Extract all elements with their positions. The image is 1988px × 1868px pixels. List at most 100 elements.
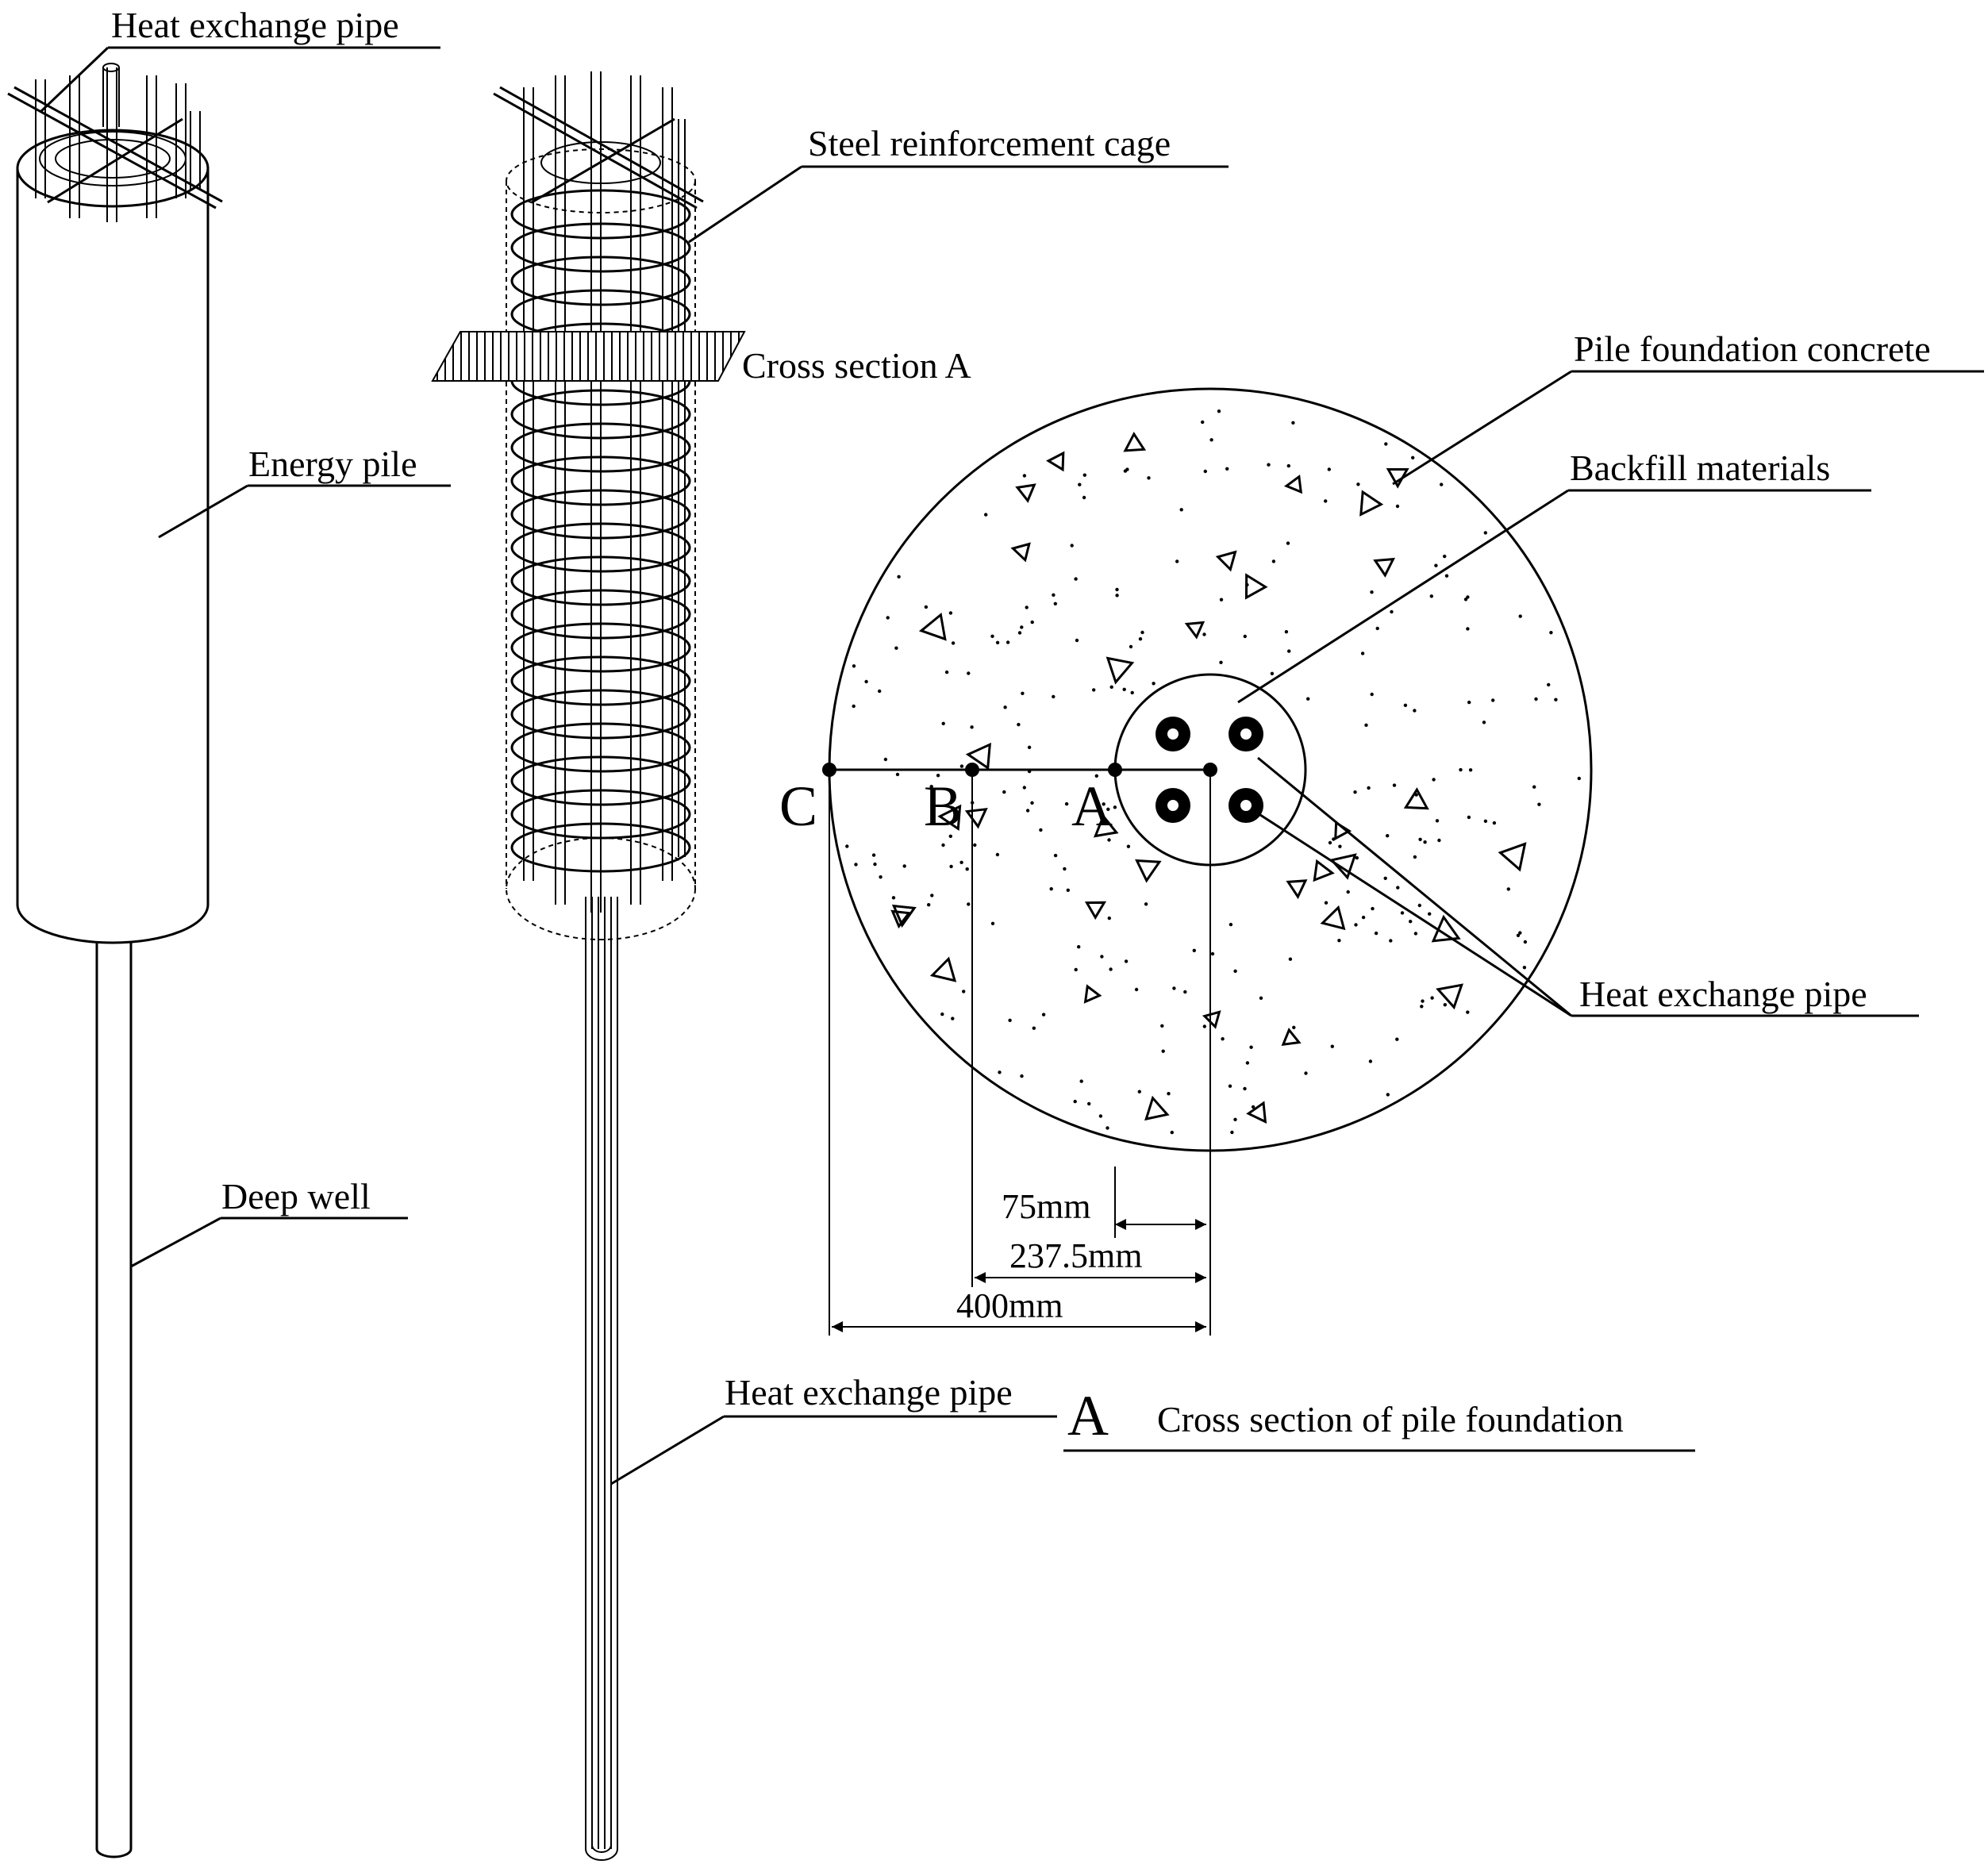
aggregate-dot bbox=[990, 921, 995, 926]
aggregate-dot bbox=[1160, 1024, 1164, 1028]
aggregate-dot bbox=[1140, 630, 1144, 635]
label-heat-pipe-bottom: Heat exchange pipe bbox=[725, 1372, 1013, 1413]
aggregate-dot bbox=[1420, 1005, 1424, 1009]
aggregate-dot bbox=[1370, 692, 1374, 697]
label-cross-section-a: Cross section A bbox=[742, 345, 971, 386]
aggregate-dot bbox=[1070, 544, 1074, 548]
label-energy-pile: Energy pile bbox=[248, 444, 417, 484]
dim-400mm: 400mm bbox=[956, 1286, 1063, 1325]
aggregate-triangle bbox=[1286, 879, 1308, 900]
cage-hoop bbox=[510, 189, 691, 240]
cage-hoops bbox=[510, 189, 691, 873]
aggregate-triangle bbox=[890, 909, 912, 929]
aggregate-dot bbox=[1183, 990, 1187, 994]
aggregate-dot bbox=[1172, 986, 1176, 990]
aggregate-dot bbox=[1077, 945, 1081, 949]
aggregate-dot bbox=[1434, 563, 1438, 567]
aggregate-dot bbox=[1113, 805, 1117, 809]
aggregate-dot bbox=[930, 894, 934, 897]
aggregate-dot bbox=[1106, 1126, 1109, 1130]
aggregate-dot bbox=[1217, 409, 1221, 413]
aggregate-dot bbox=[1463, 598, 1468, 602]
aggregate-triangle bbox=[1281, 1027, 1302, 1046]
aggregate-dot bbox=[1100, 955, 1104, 959]
aggregate-dot bbox=[864, 679, 868, 684]
cage-hoop bbox=[510, 455, 691, 506]
aggregate-dot bbox=[1209, 438, 1213, 442]
aggregate-dot bbox=[1534, 697, 1538, 701]
aggregate-dot bbox=[1337, 939, 1341, 943]
aggregate-dot bbox=[1491, 698, 1495, 702]
aggregate-dot bbox=[1270, 671, 1275, 675]
aggregate-dot bbox=[1152, 682, 1156, 686]
aggregate-dot bbox=[1421, 999, 1425, 1003]
leader-heat-pipe-bottom bbox=[610, 1415, 725, 1486]
aggregate-triangle bbox=[1084, 901, 1107, 921]
aggregate-dot bbox=[1518, 931, 1522, 935]
aggregate-dot bbox=[1052, 694, 1056, 699]
label-deep-well: Deep well bbox=[221, 1176, 371, 1217]
aggregate-dot bbox=[1078, 482, 1082, 486]
aggregate-dot bbox=[1523, 940, 1528, 944]
cage-hoop bbox=[510, 655, 691, 706]
aggregate-dot bbox=[1109, 685, 1113, 689]
aggregate-dot bbox=[1098, 1114, 1103, 1118]
label-point-c: C bbox=[779, 774, 817, 838]
aggregate-dot bbox=[1466, 1010, 1470, 1014]
aggregate-dot bbox=[1516, 933, 1521, 938]
aggregate-dot bbox=[1413, 855, 1417, 859]
aggregate-dot bbox=[1082, 495, 1086, 500]
aggregate-dot bbox=[1030, 620, 1034, 625]
aggregate-triangle bbox=[1083, 984, 1102, 1004]
aggregate-dot bbox=[1467, 700, 1471, 705]
cage-hoop bbox=[510, 589, 691, 640]
aggregate-dot bbox=[1122, 687, 1126, 691]
aggregate-triangle bbox=[965, 742, 991, 771]
aggregate-dot bbox=[1324, 499, 1328, 503]
aggregate-dot bbox=[1430, 996, 1434, 1000]
aggregate-dot bbox=[944, 670, 949, 675]
aggregate-dot bbox=[1233, 1117, 1237, 1122]
aggregate-dot bbox=[1027, 745, 1032, 749]
aggregate-dot bbox=[936, 774, 940, 778]
aggregate-dot bbox=[1361, 915, 1366, 920]
aggregate-dot bbox=[1324, 901, 1329, 905]
heat-exchange-pipe-sections bbox=[1156, 717, 1263, 823]
aggregate-triangle bbox=[1046, 451, 1065, 472]
aggregate-dot bbox=[1429, 594, 1434, 598]
cage-hoop bbox=[510, 489, 691, 540]
aggregate-dot bbox=[1161, 1049, 1165, 1053]
aggregate-dot bbox=[1506, 887, 1511, 891]
aggregate-dot bbox=[1233, 969, 1237, 974]
aggregate-dot bbox=[1175, 559, 1179, 563]
cage-hoop bbox=[510, 256, 691, 306]
aggregate-dot bbox=[924, 605, 929, 609]
aggregate-triangle bbox=[1093, 813, 1119, 838]
label-point-b: B bbox=[924, 774, 962, 838]
aggregate-dot bbox=[1052, 593, 1056, 597]
aggregate-dot bbox=[852, 704, 856, 709]
aggregate-dot bbox=[1129, 644, 1133, 649]
aggregate-dot bbox=[1411, 455, 1415, 459]
aggregate-dot bbox=[1025, 605, 1029, 609]
aggregate-dot bbox=[1006, 640, 1010, 644]
energy-pile-model: Energy pile Deep well Heat exchange pipe bbox=[7, 5, 451, 1858]
label-steel-cage: Steel reinforcement cage bbox=[808, 123, 1171, 163]
aggregate-dot bbox=[1443, 1003, 1448, 1007]
aggregate-dot bbox=[1360, 651, 1365, 655]
aggregate-dot bbox=[1468, 768, 1473, 772]
aggregate-dot bbox=[1102, 802, 1106, 806]
caption-text: Cross section of pile foundation bbox=[1157, 1399, 1624, 1439]
leader-energy-pile bbox=[158, 484, 248, 539]
cage-hoop bbox=[510, 622, 691, 673]
aggregate-dot bbox=[1053, 853, 1058, 858]
aggregate-dot bbox=[1170, 1130, 1175, 1135]
aggregate-dot bbox=[995, 852, 1000, 857]
aggregate-dot bbox=[1192, 948, 1197, 953]
aggregate-dot bbox=[1039, 828, 1043, 832]
aggregate-dot bbox=[871, 853, 876, 857]
cage-hoop bbox=[510, 822, 691, 873]
aggregate-dot bbox=[941, 721, 945, 725]
caption-letter: A bbox=[1067, 1384, 1109, 1447]
